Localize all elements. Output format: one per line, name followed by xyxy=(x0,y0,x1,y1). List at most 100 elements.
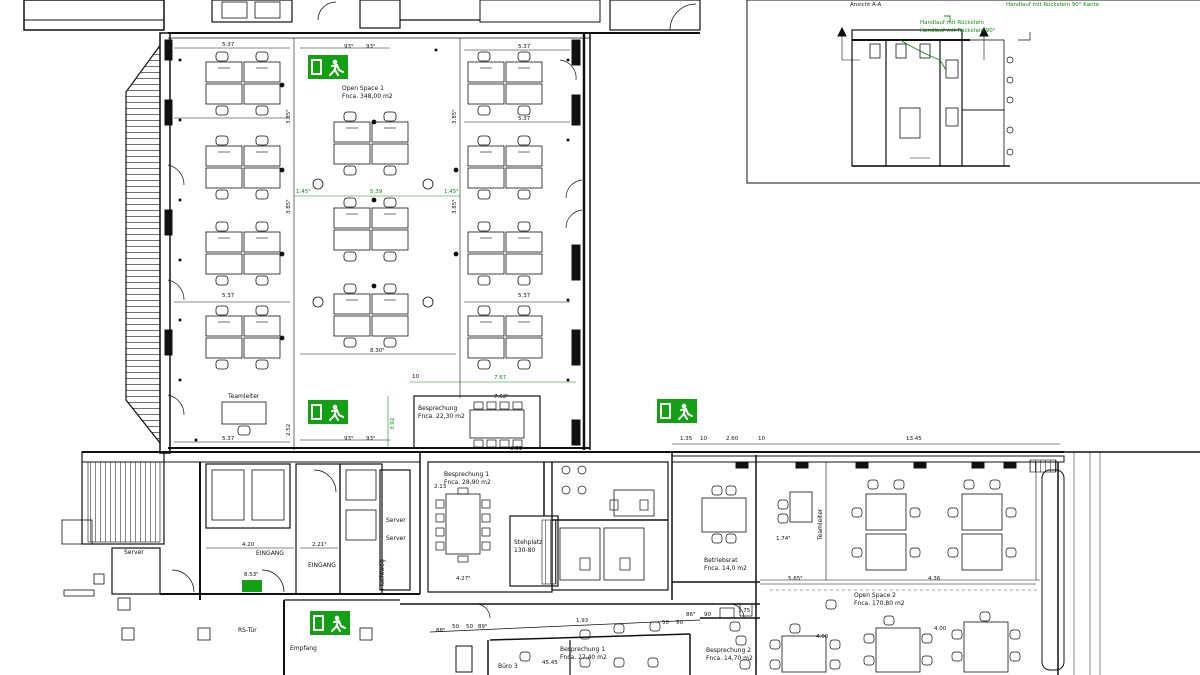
entrance-block xyxy=(61,451,1064,675)
dim-8-30: 8.30⁵ xyxy=(370,347,384,354)
label-fluchtweg: Fluchtweg xyxy=(379,559,386,590)
dim-50-a: 50 xyxy=(452,624,459,630)
dim-13-45: 13.45 xyxy=(906,436,922,442)
entrance-labels: 4.20 2.21⁵ EINGANG EINGANG 8.53⁵ Server … xyxy=(124,517,406,652)
room-area-open-space-1: Fnca. 348,00 m2 xyxy=(342,93,393,100)
dim-86: 86⁵ xyxy=(686,611,695,618)
room-area-betriebsrat: Fnca. 14,0 m2 xyxy=(704,565,747,572)
dim-93-a: 93⁵ xyxy=(344,43,353,50)
dim-93-d: 93⁵ xyxy=(366,435,375,442)
room-label-open-space-1: Open Space 1 xyxy=(342,85,384,92)
dim-5-37-b: 5.37 xyxy=(518,44,531,50)
dim-5-39: 5.39 xyxy=(370,189,383,195)
room-area-besprechung: Fnca. 22,30 m2 xyxy=(418,413,465,420)
open-space-1-labels: Open Space 1 Fnca. 348,00 m2 Teamleiter … xyxy=(222,42,531,452)
green-dimension-lines xyxy=(294,195,576,448)
meeting-room-top xyxy=(413,395,541,449)
room-label-server-1: Server xyxy=(124,549,144,556)
dim-4-27: 4.27⁵ xyxy=(456,575,470,582)
dim-2-52: 2.52 xyxy=(286,424,292,436)
dim-93-b: 93⁵ xyxy=(366,43,375,50)
dim-5-37-e: 5.37 xyxy=(518,116,531,122)
room-area-besprechung-2: Fnca. 14,70 m2 xyxy=(706,655,753,662)
dim-50-c: 50 xyxy=(662,620,669,626)
dim-1-35: 1.35 xyxy=(680,436,693,442)
room-label-besprechung-2: Besprechung 2 xyxy=(706,647,751,654)
room-label-buro-3: Büro 3 xyxy=(498,663,518,670)
dim-10-a: 10 xyxy=(700,436,707,442)
exit-sign-icon xyxy=(656,398,698,424)
meeting-room-1-labels: Besprechung 1 Fnca. 28,90 m2 2.13 4.27⁵ … xyxy=(434,471,542,582)
dim-2-21: 2.21⁵ xyxy=(312,541,326,548)
desks-open-space-1 xyxy=(205,51,543,436)
grid-dots xyxy=(178,48,570,442)
meeting-room-1-and-wc xyxy=(427,461,669,593)
dim-1-93: 1.93 xyxy=(576,618,589,624)
dim-2-13: 2.13 xyxy=(434,484,447,490)
dim-10-c: 10 xyxy=(412,374,419,380)
dim-5-37-c: 5.37 xyxy=(222,293,235,299)
dim-89: 89⁵ xyxy=(478,623,487,630)
dim-3-81: 3.81 xyxy=(510,446,522,452)
label-rs-tur: RS-Tür xyxy=(238,627,257,634)
room-label-teamleiter: Teamleiter xyxy=(227,393,260,400)
dim-4-20: 4.20 xyxy=(242,542,255,548)
dim-8-53: 8.53⁵ xyxy=(244,571,258,578)
dim-5-37-a: 5.37 xyxy=(222,42,235,48)
dim-93-c: 93⁵ xyxy=(344,435,353,442)
exit-sign-small-icon xyxy=(242,580,262,592)
dimension-lines xyxy=(174,47,570,443)
dim-3-85-d: 3.85⁵ xyxy=(451,200,458,214)
room-area-besprechung-1b: Fnca. 27,40 m2 xyxy=(560,654,607,661)
dim-5-37-d: 5.37 xyxy=(518,293,531,299)
bottom-rooms xyxy=(400,599,1021,675)
dim-2-60: 2.60 xyxy=(726,436,739,442)
dim-3-92: 3.92 xyxy=(390,418,396,430)
room-label-empfang: Empfang xyxy=(290,645,317,652)
room-label-betriebsrat: Betriebsrat xyxy=(704,557,738,564)
exit-sign-icon xyxy=(307,54,349,80)
exit-signs xyxy=(242,54,698,636)
dim-45-45: 45.45 xyxy=(542,660,558,666)
room-label-open-space-2: Open Space 2 xyxy=(854,592,896,599)
dim-5-37-f: 5.37 xyxy=(222,436,235,442)
open-space-1-walls xyxy=(125,32,700,454)
room-area-besprechung-1: Fnca. 28,90 m2 xyxy=(444,479,491,486)
detail-note-1: Handlauf mit Rückstein xyxy=(920,20,985,26)
label-eingang-1: EINGANG xyxy=(256,550,284,557)
dim-3-85-c: 3.85⁵ xyxy=(451,110,458,124)
dim-1-45-b: 1.45⁵ xyxy=(444,188,458,195)
dim-90: 90 xyxy=(704,612,711,618)
dim-3-85-a: 3.85⁵ xyxy=(285,110,292,124)
dim-88: 88⁵ xyxy=(436,627,445,634)
top-building-strip xyxy=(23,0,701,31)
dim-10-b: 10 xyxy=(758,436,765,442)
room-label-server-2: Server xyxy=(386,517,406,524)
open-space-2-labels: Betriebsrat Fnca. 14,0 m2 Open Space 2 F… xyxy=(412,374,941,607)
room-label-besprechung-1: Besprechung 1 xyxy=(444,471,489,478)
label-eingang-2: EINGANG xyxy=(308,562,336,569)
room-area-open-space-2: Fnca. 170,80 m2 xyxy=(854,600,905,607)
room-label-stehplatz: Stehplatz xyxy=(514,539,542,546)
dim-1-45-a: 1.45⁵ xyxy=(296,188,310,195)
room-label-besprechung: Besprechung xyxy=(418,405,457,412)
detail-note-top: Handlauf mit Rückstein 90° Kante xyxy=(1006,2,1100,8)
dim-50-d: 50 xyxy=(676,620,683,626)
exit-sign-icon xyxy=(307,399,349,425)
detail-note-2: Handlauf mit Rückstein 90° xyxy=(920,28,996,34)
open-space-2-walls xyxy=(671,451,1200,675)
dim-3-85-b: 3.85⁵ xyxy=(285,200,292,214)
room-label-besprechung-1b: Besprechung 1 xyxy=(560,646,605,653)
detail-inset: Ansicht A-A Handlauf mit Rückstein Handl… xyxy=(746,0,1200,184)
columns xyxy=(279,82,459,341)
room-area-stehplatz: 130-80 xyxy=(514,547,535,554)
dim-4-00-a: 4.00 xyxy=(816,634,829,640)
dim-1-75: 1.75 xyxy=(738,608,751,614)
dim-4-00-b: 4.00 xyxy=(934,626,947,632)
dim-50-b: 50 xyxy=(466,624,473,630)
room-label-teamleiter-2: Teamleiter xyxy=(817,508,824,541)
dim-5-65: 5.65⁵ xyxy=(788,575,802,582)
dim-4-36: 4.36 xyxy=(928,576,941,582)
exit-sign-icon xyxy=(309,610,351,636)
